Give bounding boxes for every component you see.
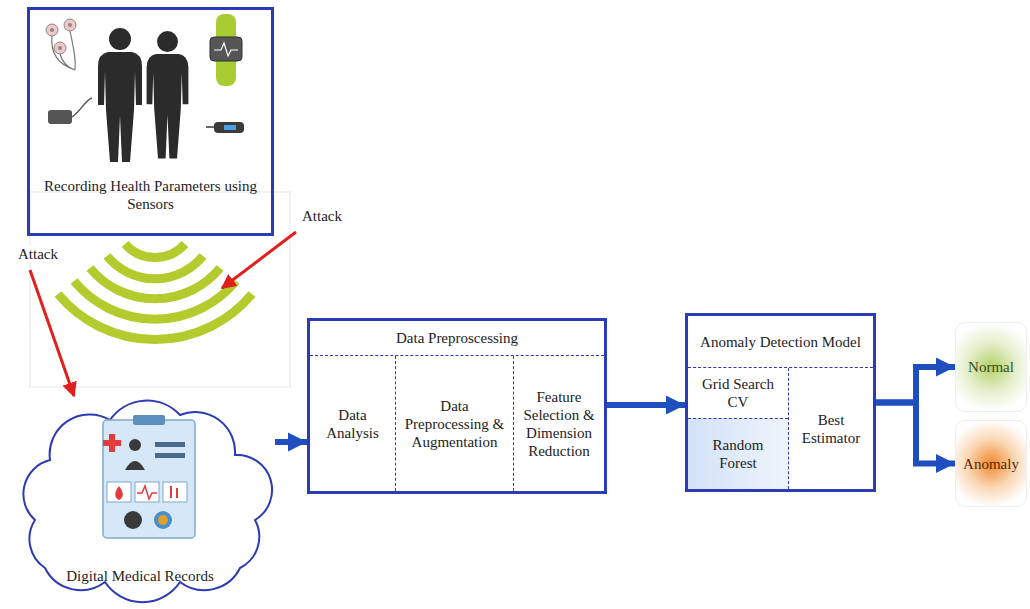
drawing-part [129,439,141,451]
drawing-part [171,486,177,498]
wireless-panel [30,192,290,387]
drawing-part [103,440,121,446]
text-holder: Data Preprocessing & Augmentation [396,356,513,491]
flow-arrow [876,403,955,464]
drawing-part [158,515,168,525]
drawing-part [58,46,62,50]
drawing-part [214,122,244,133]
text-holder: Random Forest [688,419,788,489]
node-label: Random Forest [692,436,784,472]
node-label: Grid Search CV [692,375,784,411]
drawing-part [135,482,159,502]
drawing-part [103,420,195,538]
wireless-waves [58,244,252,340]
drawing-part [125,244,185,258]
drawing-part [133,415,165,425]
text-holder: Data Analysis [310,356,395,491]
node-label: Normal [968,358,1014,376]
node-label: Digital Medical Records [66,567,213,585]
model-step: Grid Search CV [688,368,788,418]
drawing-part [48,110,72,124]
text-holder: Anomaly [956,421,1026,506]
model-step: Best Estimator [788,368,873,489]
node-label: Data Preprocessing & Augmentation [400,397,509,451]
flow-arrow [876,367,955,403]
model-group: Grid Search CV Random ForestBest Estimato… [685,313,876,492]
drawing-part [206,126,214,128]
attack-label: Attack [16,246,60,263]
attack-arrow [30,270,74,396]
group-title: Data Preproscessing [396,329,518,347]
drawing-part [157,31,178,52]
text-holder: Recording Health Parameters using Sensor… [30,10,271,233]
process-group: Data AnalysisData Preprocessing & Augmen… [307,318,607,494]
text-holder: Digital Medical Records [5,390,275,605]
flow-arrow [607,402,685,408]
model-step: Random Forest [688,418,788,489]
group-header: Anomaly Detection Model [688,316,873,368]
node-label: Anomaly [963,455,1019,473]
drawing-part [46,24,58,36]
drawing-part [147,54,189,159]
text-holder: Normal [956,323,1026,411]
text-holder: Feature Selection & Dimension Reduction [514,356,604,491]
flow-arrow [275,439,307,445]
medical-record-icon [103,415,195,538]
cloud-storage: Digital Medical Records [5,390,275,605]
drawing-part [109,28,131,50]
process-step: Data Preprocessing & Augmentation [395,356,513,491]
node-label: Data Analysis [314,406,391,442]
drawing-part [107,482,131,502]
drawing-part [137,486,157,499]
drawing-part [147,31,189,158]
node-label: Best Estimator [793,411,869,447]
text-holder: Grid Search CV [688,368,788,418]
drawing-part [90,268,220,299]
drawing-part [155,442,185,447]
drawing-part [64,19,76,31]
drawing-part [210,37,242,61]
process-step: Data Analysis [310,356,395,491]
drawing-part [124,511,142,529]
sensor-panel: Recording Health Parameters using Sensor… [27,7,274,236]
drawing-part [155,453,185,458]
group-header: Data Preproscessing [310,321,604,356]
drawing-part [72,98,92,117]
drawing-part [163,482,187,502]
node-label: Feature Selection & Dimension Reduction [518,388,600,460]
drawing-part [54,42,66,54]
drawing-part [58,294,252,340]
node-label: Recording Health Parameters using Sensor… [41,177,261,213]
cloud-shape [23,401,272,603]
drawing-part [115,486,123,500]
drawing-part [68,23,72,27]
drawing-part [125,461,145,470]
drawing-part [50,28,54,32]
text-holder: Best Estimator [789,368,873,489]
group-title: Anomaly Detection Model [700,333,861,351]
process-step: Feature Selection & Dimension Reduction [513,356,604,491]
attack-arrow [222,232,296,288]
drawing-part [74,281,236,319]
sensor-devices [46,14,244,162]
drawing-part [154,511,172,529]
drawing-part [214,43,238,56]
result-anomaly: Anomaly [955,420,1027,507]
drawing-part [52,31,76,70]
drawing-part [107,256,203,279]
drawing-part [224,125,236,130]
drawing-part [98,52,142,162]
result-normal: Normal [955,322,1027,412]
attack-label: Attack [300,208,344,225]
